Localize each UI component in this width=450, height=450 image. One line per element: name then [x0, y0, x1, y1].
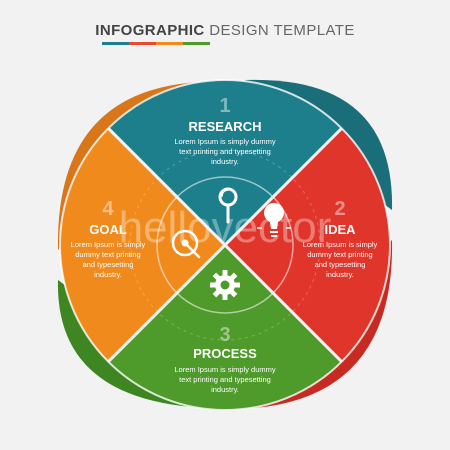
- underline-segment-3: [156, 42, 183, 45]
- section-heading-process: PROCESS: [193, 346, 257, 361]
- section-heading-research: RESEARCH: [189, 119, 262, 134]
- section-line-goal-3: and typesetting: [83, 260, 134, 269]
- section-line-research-3: industry.: [211, 157, 239, 166]
- section-heading-idea: IDEA: [324, 222, 356, 237]
- section-line-process-3: industry.: [211, 385, 239, 394]
- lightbulb-icon: [257, 202, 291, 237]
- magnifier-icon: [218, 187, 238, 224]
- section-line-idea-3: and typesetting: [315, 260, 366, 269]
- section-line-idea-2: dummy text printing: [307, 250, 372, 259]
- target-icon: [171, 229, 201, 259]
- inner-ring: [156, 176, 294, 314]
- page-title: INFOGRAPHIC DESIGN TEMPLATE: [0, 22, 450, 39]
- underline-segment-1: [102, 42, 129, 45]
- title-bold: INFOGRAPHIC: [95, 22, 205, 39]
- section-line-idea-4: industry.: [326, 270, 354, 279]
- section-number-process: 3: [219, 324, 230, 346]
- underline-segment-2: [129, 42, 156, 45]
- section-line-idea-1: Lorem Ipsum is simply: [303, 240, 378, 249]
- title-light: DESIGN TEMPLATE: [209, 22, 355, 39]
- section-line-research-1: Lorem Ipsum is simply dummy: [174, 137, 276, 146]
- section-line-goal-1: Lorem Ipsum is simply: [71, 240, 146, 249]
- gear-icon: [210, 270, 240, 300]
- section-line-process-1: Lorem Ipsum is simply dummy: [174, 365, 276, 374]
- section-line-research-2: text printing and typesetting: [179, 147, 271, 156]
- section-number-goal: 4: [102, 198, 114, 220]
- title-underline: [102, 42, 210, 45]
- section-line-goal-4: industry.: [94, 270, 122, 279]
- underline-segment-4: [183, 42, 210, 45]
- section-line-process-2: text printing and typesetting: [179, 375, 271, 384]
- section-number-research: 1: [219, 95, 230, 117]
- section-heading-goal: GOAL: [89, 222, 127, 237]
- section-number-idea: 2: [334, 198, 345, 220]
- section-line-goal-2: dummy text printing: [75, 250, 140, 259]
- watermark: hellovector: [119, 203, 332, 252]
